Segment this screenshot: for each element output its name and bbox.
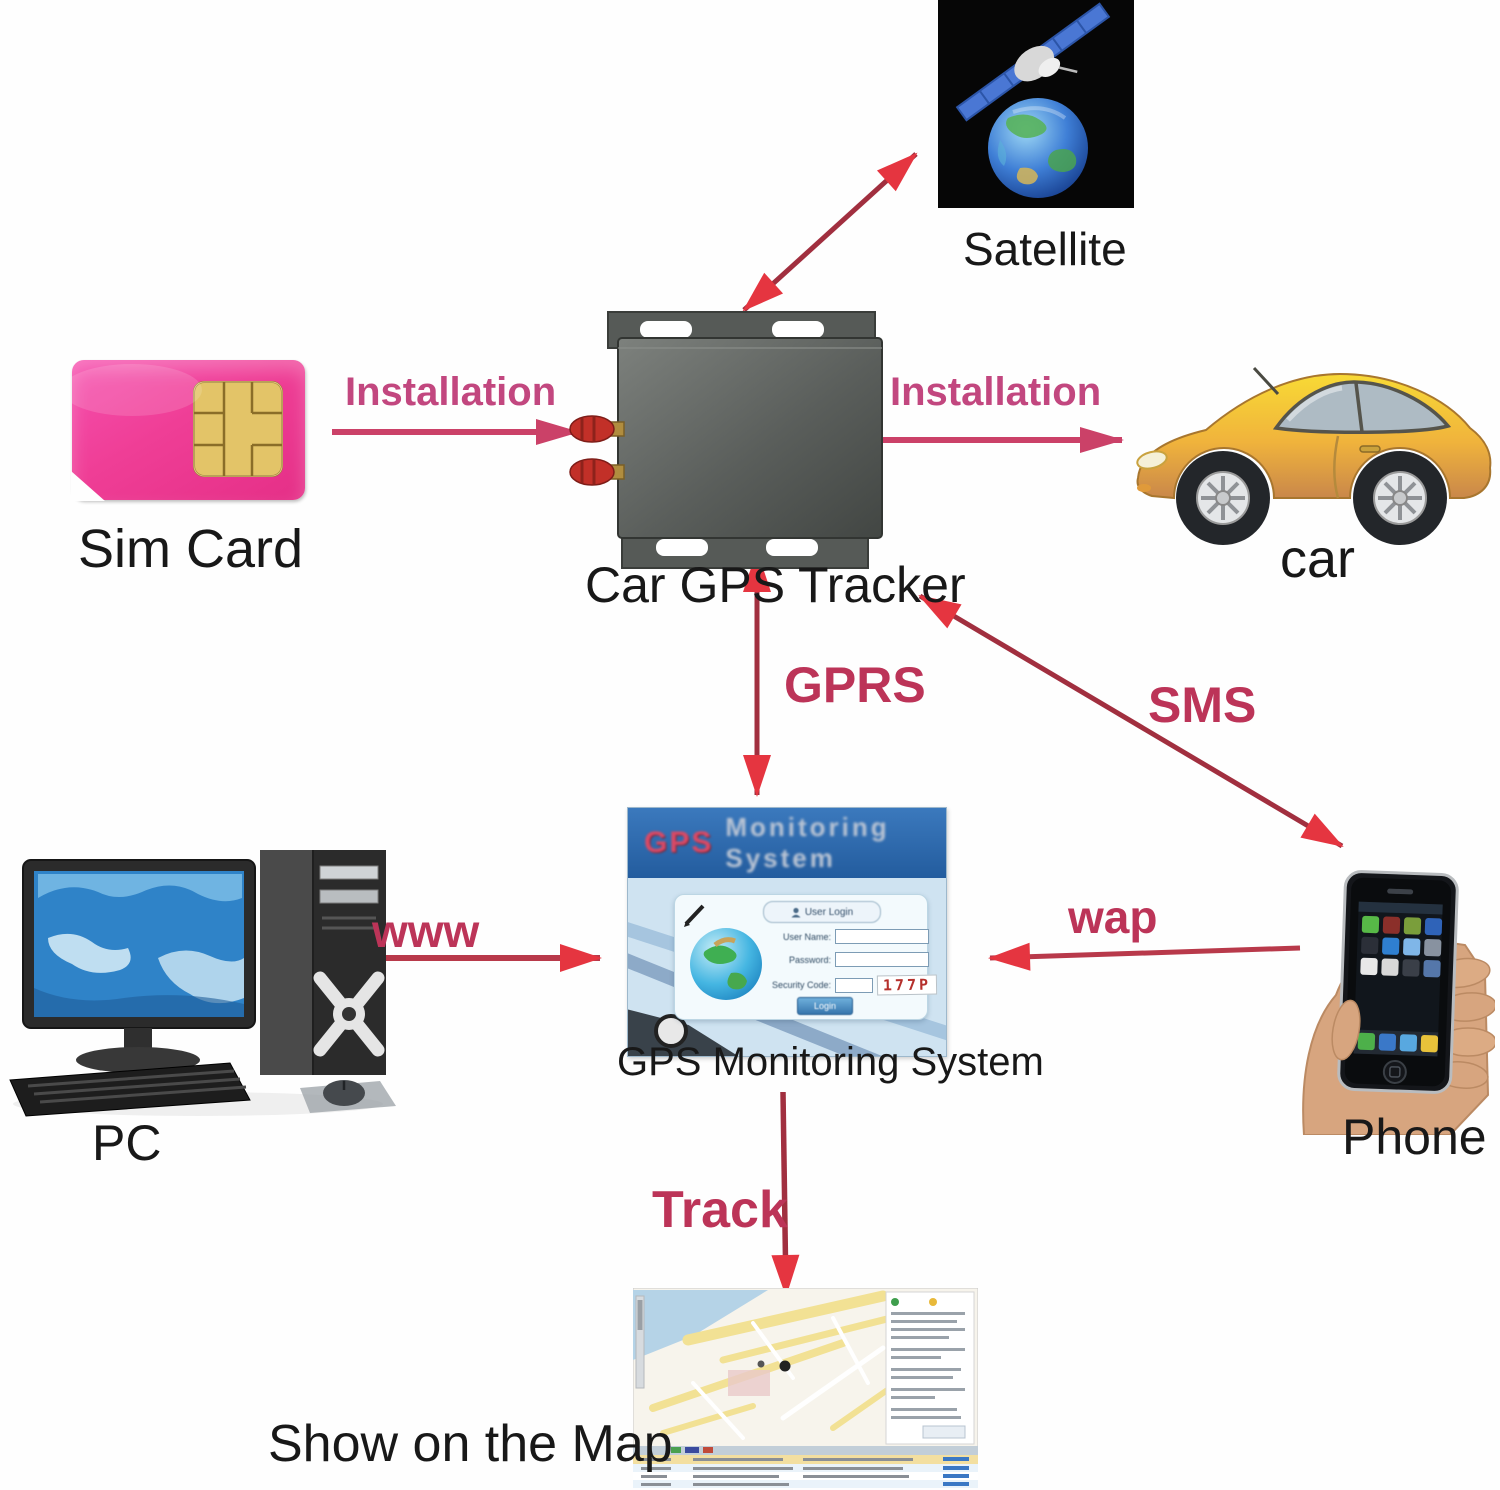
monitoring-header-text: Monitoring System bbox=[725, 812, 890, 873]
login-button[interactable]: Login bbox=[797, 997, 853, 1015]
monitoring-header: GPS Monitoring System bbox=[628, 808, 946, 878]
phone-app-icons bbox=[1360, 915, 1443, 978]
security-code-label: Security Code: bbox=[771, 980, 831, 990]
sim-card-label: Sim Card bbox=[78, 519, 304, 579]
password-input[interactable] bbox=[835, 952, 929, 967]
tracker-body bbox=[617, 337, 883, 539]
user-icon bbox=[791, 907, 801, 917]
earth-graphic bbox=[988, 98, 1088, 198]
installation-car-label: Installation bbox=[890, 370, 1102, 414]
gprs-label: GPRS bbox=[784, 657, 926, 713]
car-front-wheel bbox=[1176, 451, 1270, 545]
map-water bbox=[633, 1290, 768, 1360]
www-label: www bbox=[372, 905, 480, 957]
captcha-image: 177P bbox=[876, 974, 938, 996]
wap-label: wap bbox=[1068, 891, 1158, 943]
car-rear-wheel bbox=[1353, 451, 1447, 545]
car-glass bbox=[1272, 380, 1452, 435]
map-marker-dot bbox=[779, 1360, 791, 1372]
installation-sim-label: Installation bbox=[345, 370, 557, 414]
map-sidebar bbox=[885, 1291, 975, 1445]
phone-image bbox=[1290, 845, 1497, 1136]
globe-icon bbox=[690, 928, 762, 1000]
pc-label: PC bbox=[92, 1115, 162, 1171]
map-image bbox=[632, 1287, 979, 1489]
username-label: User Name: bbox=[782, 931, 831, 942]
arrow-satellite-tracker bbox=[742, 152, 918, 312]
monitoring-brand-text: GPS bbox=[644, 826, 714, 859]
phone-device bbox=[1337, 870, 1459, 1094]
car-label: car bbox=[1280, 529, 1356, 589]
tracker-label: Car GPS Tracker bbox=[585, 557, 966, 613]
sim-chip bbox=[193, 381, 283, 477]
monitoring-label: GPS Monitoring System bbox=[617, 1040, 1044, 1084]
login-panel: User Login User Name: Password: Security… bbox=[674, 894, 938, 1020]
security-code-input[interactable] bbox=[835, 977, 873, 993]
map-label: Show on the Map bbox=[268, 1415, 673, 1473]
monitoring-screenshot: GPS Monitoring System bbox=[627, 807, 947, 1057]
satellite-graphic bbox=[955, 2, 1111, 122]
pc-monitor bbox=[22, 859, 256, 1073]
arrow-sms bbox=[918, 593, 1344, 849]
monitoring-body: User Login User Name: Password: Security… bbox=[628, 878, 946, 1056]
pc-image bbox=[8, 838, 400, 1118]
sim-card-image bbox=[71, 360, 305, 501]
track-label: Track bbox=[652, 1181, 788, 1239]
car-image bbox=[1128, 348, 1496, 553]
satellite-label: Satellite bbox=[963, 223, 1127, 275]
arrow-wap bbox=[988, 942, 1301, 971]
tracker-image bbox=[560, 300, 890, 570]
sms-label: SMS bbox=[1148, 677, 1257, 733]
map-result-table bbox=[633, 1446, 978, 1488]
phone-home-button bbox=[1382, 1059, 1407, 1084]
username-input[interactable] bbox=[835, 929, 929, 944]
satellite-image bbox=[938, 0, 1134, 208]
password-label: Password: bbox=[788, 954, 831, 965]
phone-label: Phone bbox=[1342, 1109, 1487, 1165]
pc-tower bbox=[260, 850, 386, 1075]
pc-mouse bbox=[300, 1080, 396, 1113]
thumb-graphic bbox=[1331, 999, 1361, 1061]
phone-dock-icons bbox=[1357, 1032, 1439, 1053]
pc-keyboard bbox=[9, 1062, 251, 1117]
map-scrollbar bbox=[635, 1295, 645, 1389]
sim-notch bbox=[71, 471, 105, 501]
user-login-pill: User Login bbox=[763, 901, 881, 923]
tracker-antenna-connectors bbox=[569, 415, 625, 486]
pencil-icon bbox=[684, 904, 705, 927]
